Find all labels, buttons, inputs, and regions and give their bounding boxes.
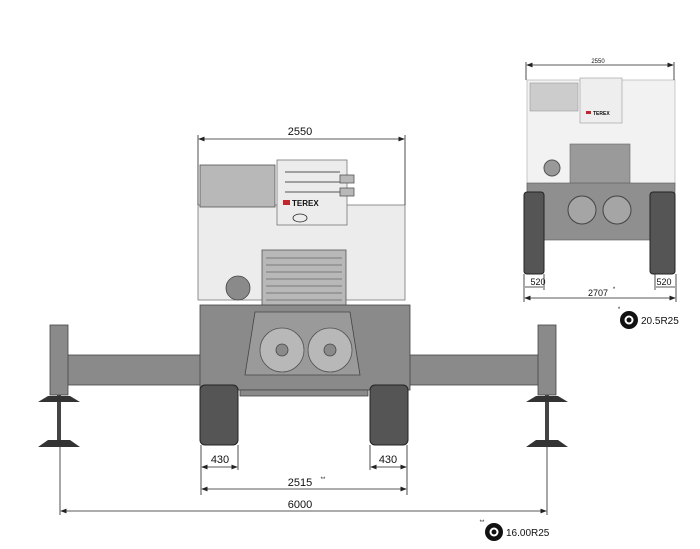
- motor: [225, 275, 251, 301]
- tire-legend-1: * 20.5R25: [618, 307, 679, 329]
- inset-dim-track-width: 2707: [588, 288, 608, 298]
- tire-legend-2: ** 16.00R25: [480, 520, 550, 541]
- tire-marker: **: [480, 520, 485, 526]
- dim-track-right: 430: [379, 454, 397, 466]
- main-crane-view: TEREX: [38, 159, 568, 447]
- inset-dim-track-width-note: *: [613, 287, 616, 293]
- inset-brand-label: TEREX: [593, 111, 610, 117]
- dim-track-width: 2515: [288, 477, 312, 489]
- main-dimensions: 2550 430 430 2515 ** 6000: [59, 126, 548, 515]
- brand-logo-mark: [283, 200, 290, 205]
- tire-marker: *: [618, 307, 621, 313]
- inset-dim-track-left: 520: [530, 277, 545, 287]
- inset-dimensions: 2550 520 520 2707 *: [523, 59, 677, 302]
- inset-dim-track-right: 520: [656, 277, 671, 287]
- left-wheel: [199, 384, 239, 446]
- tire-size: 16.00R25: [506, 528, 550, 539]
- inset-crane-view: TEREX: [523, 77, 676, 275]
- dim-width-top: 2550: [288, 126, 312, 138]
- hoist-frame: [276, 159, 348, 226]
- inset-dim-width-top: 2550: [591, 59, 605, 65]
- dim-track-left: 430: [211, 454, 229, 466]
- winch-drum: [199, 164, 276, 208]
- tire-size: 20.5R25: [641, 316, 679, 327]
- dim-track-width-note: **: [321, 477, 326, 483]
- dim-outrigger-span: 6000: [288, 499, 312, 511]
- brand-label: TEREX: [292, 199, 319, 208]
- right-wheel: [369, 384, 409, 446]
- left-outrigger: [38, 324, 203, 447]
- right-outrigger: [404, 324, 568, 447]
